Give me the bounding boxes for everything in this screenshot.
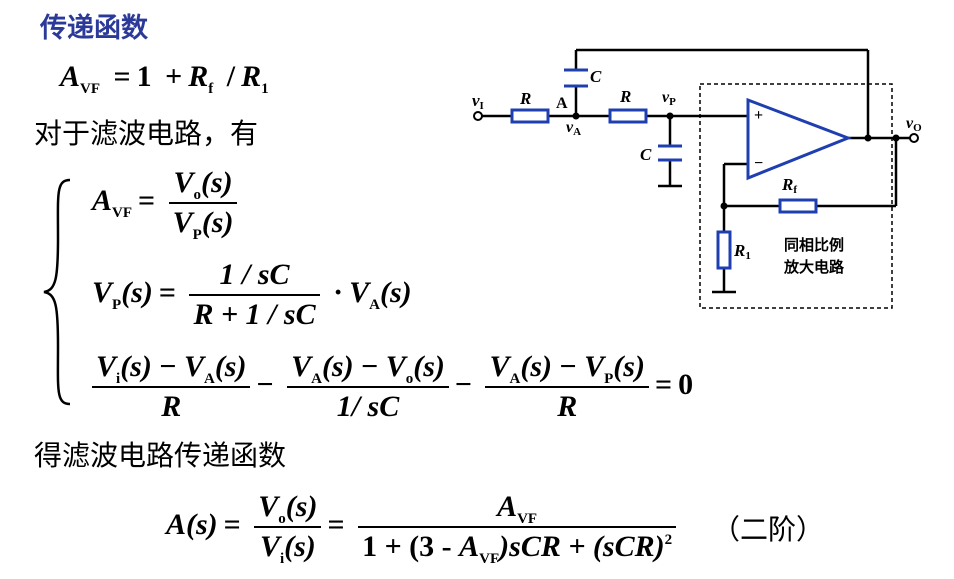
input-terminal [473, 111, 483, 121]
filter-circuit-diagram: vI R A vA C R vP C + − vO Rf R1 同相比例 放大电… [472, 48, 922, 309]
node-p-dot [666, 112, 674, 120]
label-r1: R [519, 89, 531, 108]
label-a: A [556, 95, 568, 112]
amplifier-dashed-box [699, 83, 893, 309]
final-transfer-function: A(s)= Vo(s) Vi(s) = AVF 1 + (3 - AVF)sCR… [166, 490, 677, 567]
label-plus: + [754, 107, 763, 124]
label-r2: R [619, 87, 631, 106]
output-terminal [909, 133, 919, 143]
label-rl: R1 [733, 241, 751, 262]
label-vi: vI [472, 91, 484, 112]
label-vo: vO [906, 115, 922, 134]
gain-equation: AVF =1 +Rf /R1 [60, 60, 269, 97]
page-title: 传递函数 [40, 13, 148, 44]
box-label-line2: 放大电路 [783, 258, 845, 276]
filter-intro-text: 对于滤波电路，有 [34, 117, 259, 150]
label-c-top: C [590, 67, 602, 86]
label-rf: Rf [781, 175, 797, 196]
resistor-rf [778, 198, 818, 214]
equation-avf: AVF= Vo(s) VP(s) [92, 166, 238, 243]
rf-node-dot [892, 134, 900, 142]
equation-node-a: Vi(s) − VA(s) R − VA(s) − Vo(s) 1/ sC − … [92, 350, 693, 424]
label-minus: − [754, 155, 763, 172]
label-c-low: C [640, 145, 652, 164]
output-node-dot [864, 134, 872, 142]
result-intro-text: 得滤波电路传递函数 [34, 439, 287, 472]
label-va: vA [566, 119, 581, 138]
resistor-r-input [510, 108, 550, 124]
equation-vp: VP(s)= 1 / sC R + 1 / sC ·VA(s) [92, 258, 412, 331]
order-label: （二阶） [712, 513, 825, 546]
node-a-dot [572, 112, 580, 120]
feedback-node-dot [720, 202, 728, 210]
box-label-line1: 同相比例 [784, 236, 844, 254]
opamp-triangle [746, 97, 853, 181]
resistor-r-second [608, 108, 648, 124]
circuit-wires [482, 48, 910, 294]
label-vp: vP [662, 89, 676, 108]
system-brace [43, 178, 71, 406]
resistor-r1 [716, 230, 732, 270]
